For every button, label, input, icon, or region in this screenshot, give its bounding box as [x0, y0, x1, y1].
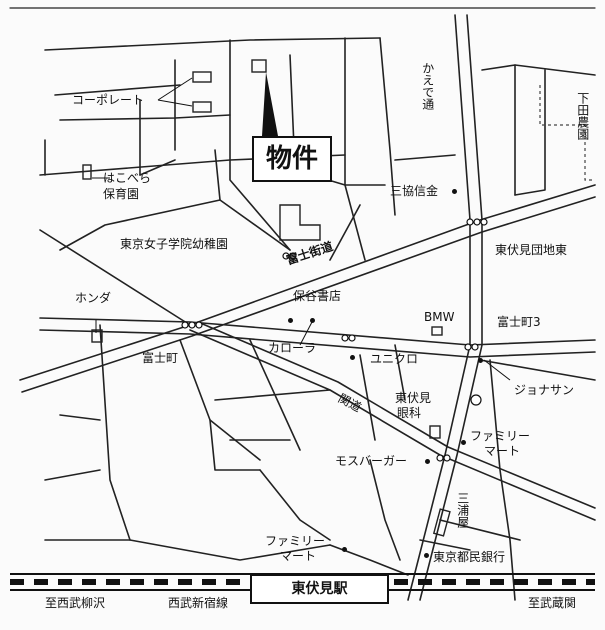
familymart1-label-2: マート	[484, 444, 521, 458]
sankyo-shinkin-label: 三協信金	[390, 184, 439, 198]
tokyo-tomin-bank-label: 東京都民銀行	[433, 550, 506, 564]
hakobera-label: はこべら	[103, 171, 152, 185]
seibu-shinjuku-line-label: 西武新宿線	[168, 596, 229, 610]
hoya-marker-2	[310, 318, 315, 323]
ganka-label-2: 眼科	[397, 406, 422, 420]
tokyo-joshi-label: 東京女子学院幼稚園	[120, 237, 229, 251]
uniqlo-marker	[350, 355, 355, 360]
sankyo-marker	[452, 189, 457, 194]
bmw-label: BMW	[424, 310, 455, 324]
ganka-label-1: 東伏見	[395, 391, 432, 405]
corporate-label: コーポレート	[72, 93, 145, 107]
hoya-shoten-label: 保谷書店	[293, 289, 342, 303]
to-musashiseki-label: 至武蔵関	[528, 596, 577, 610]
mos-marker	[425, 459, 430, 464]
tomin-bank-marker	[424, 553, 429, 558]
station-label: 東伏見駅	[250, 574, 389, 604]
mos-burger-label: モスバーガー	[335, 454, 408, 468]
familymart1-label-1: ファミリー	[470, 429, 531, 443]
fujimachi-label: 富士町	[142, 351, 179, 365]
corolla-label: カローラ	[268, 341, 317, 355]
shimoda-farm-label: 下田農園	[575, 92, 590, 140]
uniqlo-label: ユニクロ	[370, 352, 419, 366]
jonathan-marker	[478, 358, 483, 363]
familymart2-label-1: ファミリー	[265, 534, 326, 548]
higashifushimi-danchi-label: 東伏見団地東	[495, 243, 568, 257]
to-seibu-yagisawa-label: 至西武柳沢	[45, 596, 106, 610]
fujimachi3-label: 富士町3	[497, 315, 541, 329]
familymart1-marker	[461, 440, 466, 445]
familymart2-marker	[342, 547, 347, 552]
property-label: 物件	[252, 136, 332, 182]
hoya-shoten-marker	[288, 318, 293, 323]
kaede-dori-label: かえで通	[420, 62, 435, 110]
familymart2-label-2: マート	[280, 549, 317, 563]
honda-label: ホンダ	[75, 291, 112, 305]
miuraya-label: 三浦屋	[455, 492, 470, 528]
jonathan-label: ジョナサン	[514, 383, 575, 397]
hakobera-nursery-label: 保育園	[103, 187, 140, 201]
